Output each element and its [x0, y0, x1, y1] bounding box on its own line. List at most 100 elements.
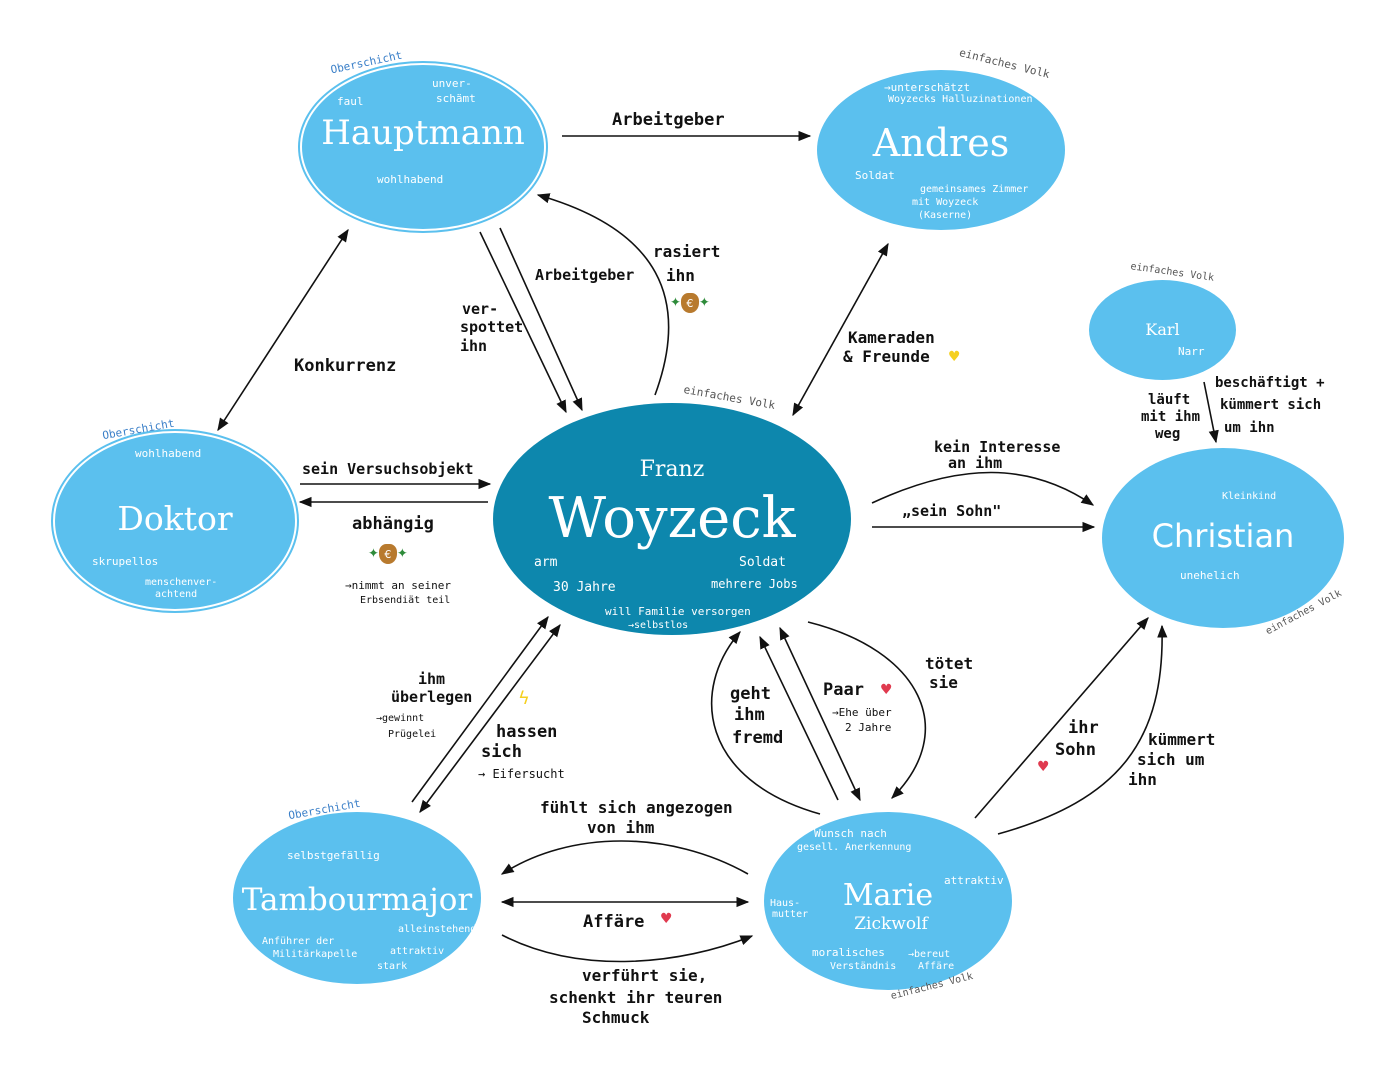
label-mocks-3: ihn — [460, 337, 488, 355]
label-couple-note-2: 2 Jahre — [845, 721, 892, 734]
woyzeck-trait: →selbstlos — [628, 620, 689, 631]
label-cheats-2: ihm — [734, 705, 765, 725]
hauptmann-trait: unver- — [432, 77, 472, 90]
label-attracted-2: von ihm — [587, 818, 655, 837]
andres-trait: gemeinsames Zimmer — [920, 184, 1029, 195]
marie-trait: Affäre — [918, 961, 955, 972]
label-comrades-1: Kameraden — [848, 328, 935, 347]
node-tambourmajor — [233, 812, 481, 984]
doktor-trait: wohlhabend — [135, 447, 202, 460]
label-shaves-1: rasiert — [653, 242, 721, 261]
marie-trait: mutter — [772, 909, 809, 920]
andres-trait: →unterschätzt — [884, 81, 971, 94]
karl-name: Karl — [1145, 320, 1180, 339]
arrow-her-son — [974, 617, 1149, 819]
hauptmann-trait: schämt — [436, 92, 476, 105]
node-doktor — [58, 436, 292, 606]
doktor-trait: skrupellos — [92, 555, 159, 568]
money-bag-icon: ✦€✦ — [670, 293, 710, 313]
arrow-competition — [217, 228, 349, 432]
node-marie — [764, 812, 1012, 990]
label-cares-2: sich um — [1137, 750, 1205, 769]
label-superior-2: überlegen — [391, 688, 473, 706]
arrow-cares — [997, 624, 1168, 835]
tambourmajor-trait: alleinstehend — [398, 924, 477, 935]
label-superior-note-1: →gewinnt — [376, 713, 425, 724]
label-his-son: „sein Sohn" — [902, 502, 1002, 520]
label-karl-cares-2: kümmert sich — [1220, 397, 1322, 413]
label-cheats-1: geht — [730, 684, 771, 704]
label-her-son-1: ihr — [1068, 718, 1099, 738]
marie-name: Marie — [842, 878, 934, 913]
label-hate-2: sich — [481, 742, 522, 762]
heart-icon: ♥ — [660, 911, 673, 927]
marie-trait: attraktiv — [944, 874, 1004, 887]
label-no-interest-1: kein Interesse — [934, 438, 1061, 456]
marie-trait: moralisches — [812, 946, 885, 959]
andres-trait: Soldat — [855, 169, 895, 182]
doktor-trait: achtend — [155, 589, 198, 600]
woyzeck-trait: arm — [534, 555, 558, 570]
arrow-no-interest — [871, 471, 1095, 506]
label-shaves-2: ihn — [666, 266, 695, 285]
label-mocks-2: spottet — [460, 318, 524, 336]
christian-trait: unehelich — [1180, 569, 1240, 582]
label-karl-runs-1: läuft — [1148, 392, 1191, 408]
woyzeck-name: Woyzeck — [548, 486, 796, 551]
node-woyzeck — [493, 403, 851, 635]
woyzeck-trait: 30 Jahre — [553, 580, 616, 595]
label-comrades-2: & Freunde — [843, 347, 930, 366]
label-hauptmann-andres: Arbeitgeber — [612, 110, 725, 130]
tambourmajor-trait: selbstgefällig — [287, 849, 380, 862]
label-superior-1: ihm — [418, 670, 446, 688]
label-hate-1: hassen — [496, 722, 558, 742]
label-dependent-note-1: →nimmt an seiner — [345, 579, 451, 592]
node-christian — [1102, 448, 1344, 628]
andres-trait: Woyzecks Halluzinationen — [888, 94, 1033, 105]
tambourmajor-trait: Militärkapelle — [273, 949, 358, 960]
heart-icon: ♥ — [880, 682, 893, 698]
label-affair: Affäre — [583, 912, 645, 932]
label-kills-1: tötet — [925, 654, 974, 673]
label-kills-2: sie — [929, 673, 958, 692]
andres-trait: mit Woyzeck — [912, 197, 979, 208]
marie-trait: Verständnis — [830, 961, 897, 972]
label-competition: Konkurrenz — [294, 356, 397, 376]
tambourmajor-name: Tambourmajor — [241, 882, 473, 918]
label-her-son-2: Sohn — [1055, 740, 1096, 760]
hauptmann-trait: wohlhabend — [377, 173, 444, 186]
label-karl-cares-1: beschäftigt + — [1215, 375, 1325, 391]
label-dependent: abhängig — [352, 514, 434, 534]
label-seduces-1: verführt sie, — [582, 966, 708, 985]
yellow-heart-icon: ♥ — [948, 349, 961, 365]
arrow-hauptmann-woyzeck-2 — [499, 227, 583, 412]
christian-name: Christian — [1151, 517, 1295, 555]
marie-trait: Haus- — [770, 898, 801, 909]
woyzeck-trait: will Familie versorgen — [605, 605, 751, 618]
node-hauptmann — [305, 68, 541, 226]
label-seduces-3: Schmuck — [582, 1008, 650, 1027]
marie-surname: Zickwolf — [854, 914, 928, 934]
label-karl-cares-3: um ihn — [1224, 420, 1275, 436]
arrow-hauptmann-woyzeck-1 — [479, 231, 567, 414]
label-hauptmann-woyzeck-employer: Arbeitgeber — [535, 266, 635, 284]
label-karl-runs-2: mit ihm — [1141, 409, 1201, 425]
hauptmann-name: Hauptmann — [321, 113, 525, 153]
label-dependent-note-2: Erbsendiät teil — [360, 595, 451, 606]
arrow-cheats — [711, 631, 821, 815]
label-doktor-subject: sein Versuchsobjekt — [302, 460, 474, 478]
label-cares-3: ihn — [1128, 770, 1157, 789]
label-mocks-1: ver- — [462, 300, 499, 318]
arrow-couple-1 — [759, 635, 839, 801]
arrow-attracted — [500, 840, 749, 875]
marie-trait: →bereut — [908, 949, 951, 960]
lightning-icon: ϟ — [518, 688, 530, 709]
tambourmajor-trait: attraktiv — [390, 946, 445, 957]
arrow-hate — [419, 623, 561, 814]
label-karl-runs-3: weg — [1155, 426, 1181, 442]
label-cheats-3: fremd — [732, 728, 784, 748]
doktor-trait: menschenver- — [145, 577, 218, 588]
woyzeck-first-name: Franz — [639, 457, 705, 482]
